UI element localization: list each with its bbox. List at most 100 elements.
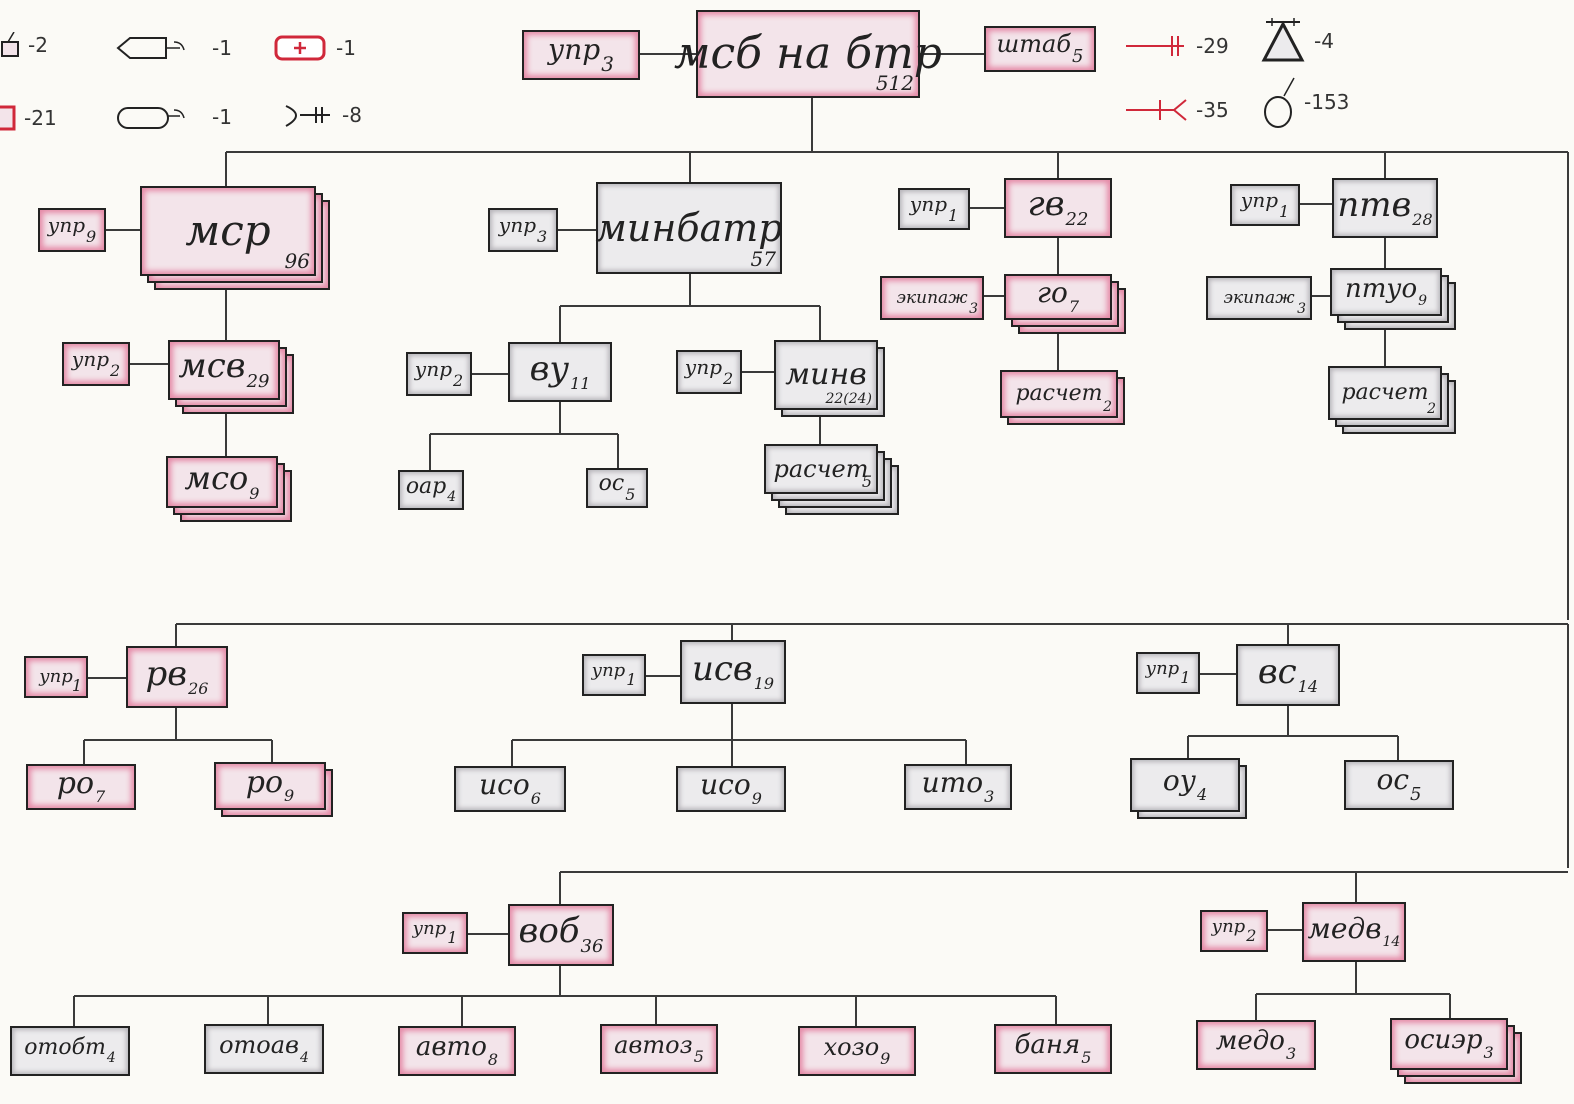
node-label: экипаж [1223,287,1295,308]
node-face: упр1 [582,654,646,696]
node-frame [764,444,878,494]
node-frame [586,468,648,508]
node-frame [1004,178,1112,238]
node-label: птуо9 [1344,273,1428,310]
node-unr-vob: упр1 [402,912,468,954]
node-frame [508,342,612,402]
node-frame [1328,366,1442,420]
legend-item-red-machine-gun: -29 [1124,32,1229,60]
node-face: рв26 [126,646,228,708]
node-label: медо3 [1215,1026,1297,1063]
node-label: медв14 [1307,911,1401,951]
node-label: оу4 [1162,764,1208,804]
node-face: птв28 [1332,178,1438,238]
node-msv: мсв29 [168,340,294,414]
node-label: упр2 [1211,915,1257,946]
node-face: мсо9 [166,456,278,508]
node-frame [166,456,278,508]
node-count: 1 [1279,201,1290,221]
node-face: отобт4 [10,1026,130,1076]
node-count: 2 [1246,926,1257,946]
node-frame [168,340,280,400]
node-label: расчет [1341,380,1429,405]
legend-value: -4 [1314,29,1334,53]
node-iso1: исо6 [454,766,566,812]
node-label: гв22 [1027,183,1089,231]
node-frame [126,646,228,708]
node-unr-gv: упр1 [898,188,970,230]
node-frame [1302,902,1406,962]
node-count: 512 [875,71,914,95]
node-count: 26 [188,679,209,699]
node-face: вс14 [1236,644,1340,706]
node-frame [1344,760,1454,810]
node-banya: баня5 [994,1024,1112,1074]
node-face: ву11 [508,342,612,402]
node-medo: медо3 [1196,1020,1316,1070]
node-go: го7 [1004,274,1126,334]
node-face: ито3 [904,764,1012,810]
node-count: 5 [1072,46,1084,68]
node-frame [984,26,1096,72]
node-count: 7 [1068,296,1080,316]
node-face: упр1 [402,912,468,954]
node-frame [1206,276,1312,320]
node-label: мсо9 [184,459,260,503]
node-face: упр9 [38,208,106,252]
node-face: упр2 [62,342,130,386]
node-label: го7 [1036,276,1080,316]
node-label: штаб5 [996,29,1084,68]
node-label: упр1 [909,192,959,225]
node-face: штаб5 [984,26,1096,72]
legend-value: -21 [24,106,57,130]
node-frame [26,764,136,810]
node-gv: гв22 [1004,178,1112,238]
node-face: исо6 [454,766,566,812]
legend-item-medical-vehicle: -1 [274,34,356,62]
node-frame [696,10,920,98]
node-frame [398,470,464,510]
node-frame [508,904,614,966]
node-frame [522,30,640,80]
legend-value: -1 [336,36,356,60]
node-count: 3 [984,786,995,806]
node-count: 9 [880,1049,891,1069]
node-count: 5 [861,472,872,491]
node-face: баня5 [994,1024,1112,1074]
node-count: 1 [948,205,959,225]
legend-value: -29 [1196,34,1229,58]
node-label: упр3 [548,33,614,76]
node-face: оар4 [398,470,464,510]
node-count: 5 [1410,783,1422,805]
node-count: 14 [1382,934,1401,951]
legend-value: -8 [342,103,362,127]
node-label: мср [185,206,271,255]
node-avto: авто8 [398,1026,516,1076]
node-unr-vu: упр2 [406,352,472,396]
legend-value: -1 [212,36,232,60]
node-frame [1136,652,1200,694]
node-ptuo: птуо9 [1330,268,1456,330]
node-count: 57 [750,247,776,271]
node-count: 9 [1418,293,1428,310]
node-ou: оу4 [1130,758,1247,819]
node-label: хозо9 [823,1032,891,1069]
legend-item-vehicle-small: -2 [0,32,48,58]
node-count: 1 [447,928,458,948]
node-frame [596,182,782,274]
node-count: 7 [95,787,106,807]
node-label: упр1 [1240,188,1290,221]
node-frame [994,1024,1112,1074]
medical-vehicle-icon [274,35,326,61]
node-frame [38,208,106,252]
node-label: отобт4 [24,1034,116,1067]
